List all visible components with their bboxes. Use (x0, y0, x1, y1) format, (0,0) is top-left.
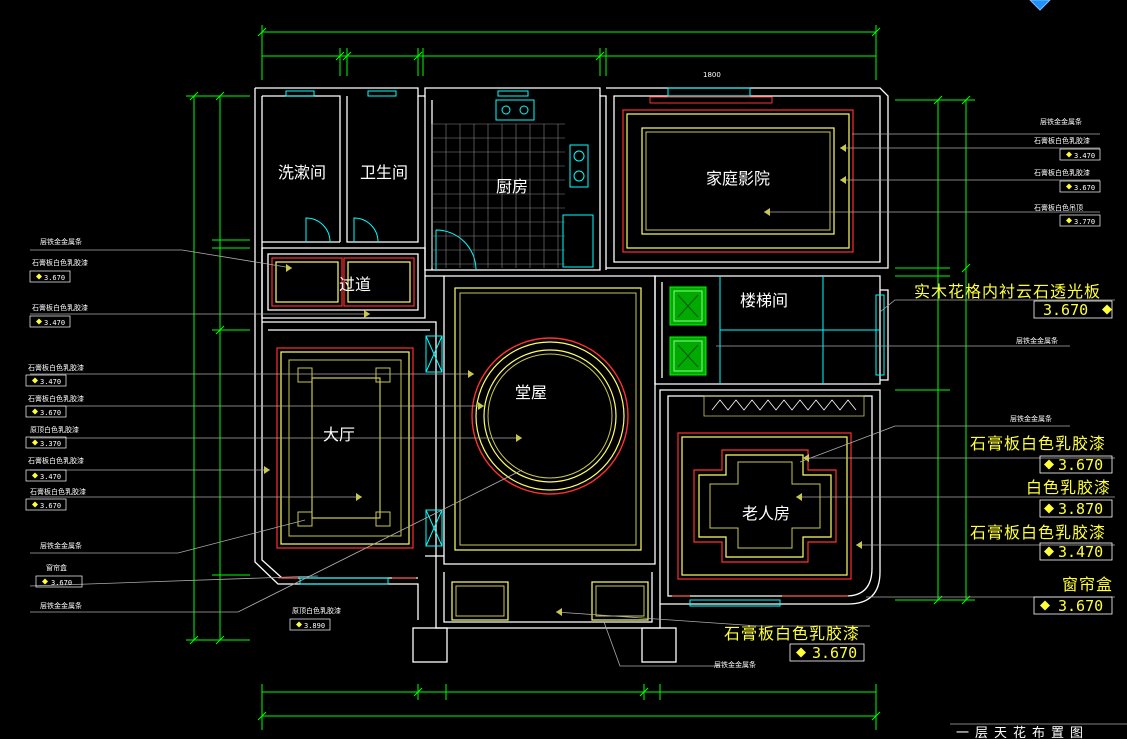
bottom-annotations: 原顶白色乳胶漆 3.890 石膏板白色乳胶漆 3.670 层铁金金属条 (289, 606, 865, 669)
room-label-corridor: 过道 (339, 275, 371, 294)
lattice-panels (669, 286, 707, 376)
room-label-stair: 楼梯间 (740, 291, 788, 310)
room-label-living: 大厅 (323, 425, 355, 444)
kitchen-tile-grid (431, 123, 565, 268)
dimension-lines (186, 25, 975, 730)
annotation-label: 层铁金金属条 (40, 601, 82, 610)
annotation-label: 石膏板白色乳胶漆 (28, 363, 84, 372)
room-labels: 洗漱间 卫生间 厨房 家庭影院 过道 楼梯间 堂屋 大厅 老人房 (278, 163, 790, 523)
walls (254, 87, 889, 663)
room-label-elder: 老人房 (742, 504, 790, 523)
annotation-label: 原顶白色乳胶漆 (30, 425, 79, 434)
annotation-value: 3.470 (40, 378, 61, 386)
drawing-title: 一层天花布置图 (956, 725, 1089, 739)
porch-label: 石膏板白色乳胶漆 (724, 624, 860, 643)
porch-value: 3.670 (812, 644, 857, 662)
fixtures (285, 87, 885, 607)
annotation-label: 石膏板白色乳胶漆 (28, 456, 84, 465)
annotation-label: 石膏板白色吊顶 (1034, 203, 1083, 212)
leader-arrows (264, 144, 862, 616)
room-label-wash: 洗漱间 (278, 163, 326, 182)
annotation-label: 石膏板白色乳胶漆 (32, 258, 88, 267)
right-small-annotations: 层铁金金属条 石膏板白色乳胶漆 3.470 石膏板白色乳胶漆 3.670 石膏板… (1034, 117, 1101, 227)
stair-annotation-label: 实木花格内衬云石透光板 (914, 282, 1101, 301)
room-label-main-hall: 堂屋 (515, 383, 547, 402)
room-label-theater: 家庭影院 (706, 169, 770, 188)
annotation-value: 3.670 (1074, 184, 1095, 192)
dimension-text: 1800 (703, 71, 721, 79)
annotation-value: 3.470 (44, 319, 65, 327)
annotation-label: 石膏板白色乳胶漆 (28, 394, 84, 403)
annotation-value: 3.670 (40, 502, 61, 510)
annotation-label: 石膏板白色乳胶漆 (1034, 136, 1090, 145)
elder1-value: 3.670 (1058, 456, 1103, 474)
elder1-label: 石膏板白色乳胶漆 (970, 434, 1106, 453)
leader-lines (29, 133, 1115, 667)
elder-strip-label: 层铁金金属条 (1010, 414, 1052, 423)
corner-marker-icon (1029, 0, 1051, 11)
annotation-label: 层铁金金属条 (40, 237, 82, 246)
annotation-label: 石膏板白色乳胶漆 (32, 303, 88, 312)
curtain-label: 窗帘盒 (1062, 575, 1113, 594)
room-label-toilet: 卫生间 (360, 163, 408, 182)
annotation-value: 3.770 (1074, 218, 1095, 226)
annotation-value: 3.370 (40, 440, 61, 448)
porch-strip-label: 层铁金金属条 (714, 660, 756, 669)
stair-strip-label: 层铁金金属条 (1016, 336, 1058, 345)
elder2-label: 白色乳胶漆 (1026, 478, 1111, 497)
porch-small-value: 3.890 (304, 622, 325, 630)
elder2-value: 3.870 (1058, 500, 1103, 518)
annotation-label: 层铁金金属条 (40, 541, 82, 550)
annotation-label: 石膏板白色乳胶漆 (30, 487, 86, 496)
annotation-label: 石膏板白色乳胶漆 (1034, 168, 1090, 177)
curtain-value: 3.670 (1058, 597, 1103, 615)
ceiling-details (271, 96, 865, 621)
elder3-label: 石膏板白色乳胶漆 (970, 523, 1106, 542)
annotation-value: 3.470 (1074, 152, 1095, 160)
porch-small-label: 原顶白色乳胶漆 (292, 606, 341, 615)
left-annotations: 层铁金金属条 石膏板白色乳胶漆 3.670 石膏板白色乳胶漆 3.470 石膏板… (25, 237, 88, 610)
annotation-value: 3.470 (40, 473, 61, 481)
annotation-value: 3.670 (51, 579, 72, 587)
annotation-label: 层铁金金属条 (1040, 117, 1082, 126)
right-large-annotations: 实木花格内衬云石透光板 3.670 层铁金金属条 层铁金金属条 石膏板白色乳胶漆… (914, 282, 1113, 615)
stair-annotation-value: 3.670 (1043, 301, 1088, 319)
annotation-value: 3.670 (44, 274, 65, 282)
annotation-value: 3.670 (40, 409, 61, 417)
room-label-kitchen: 厨房 (496, 177, 528, 196)
elder3-value: 3.470 (1058, 543, 1103, 561)
annotation-label: 窗帘盒 (46, 563, 67, 572)
